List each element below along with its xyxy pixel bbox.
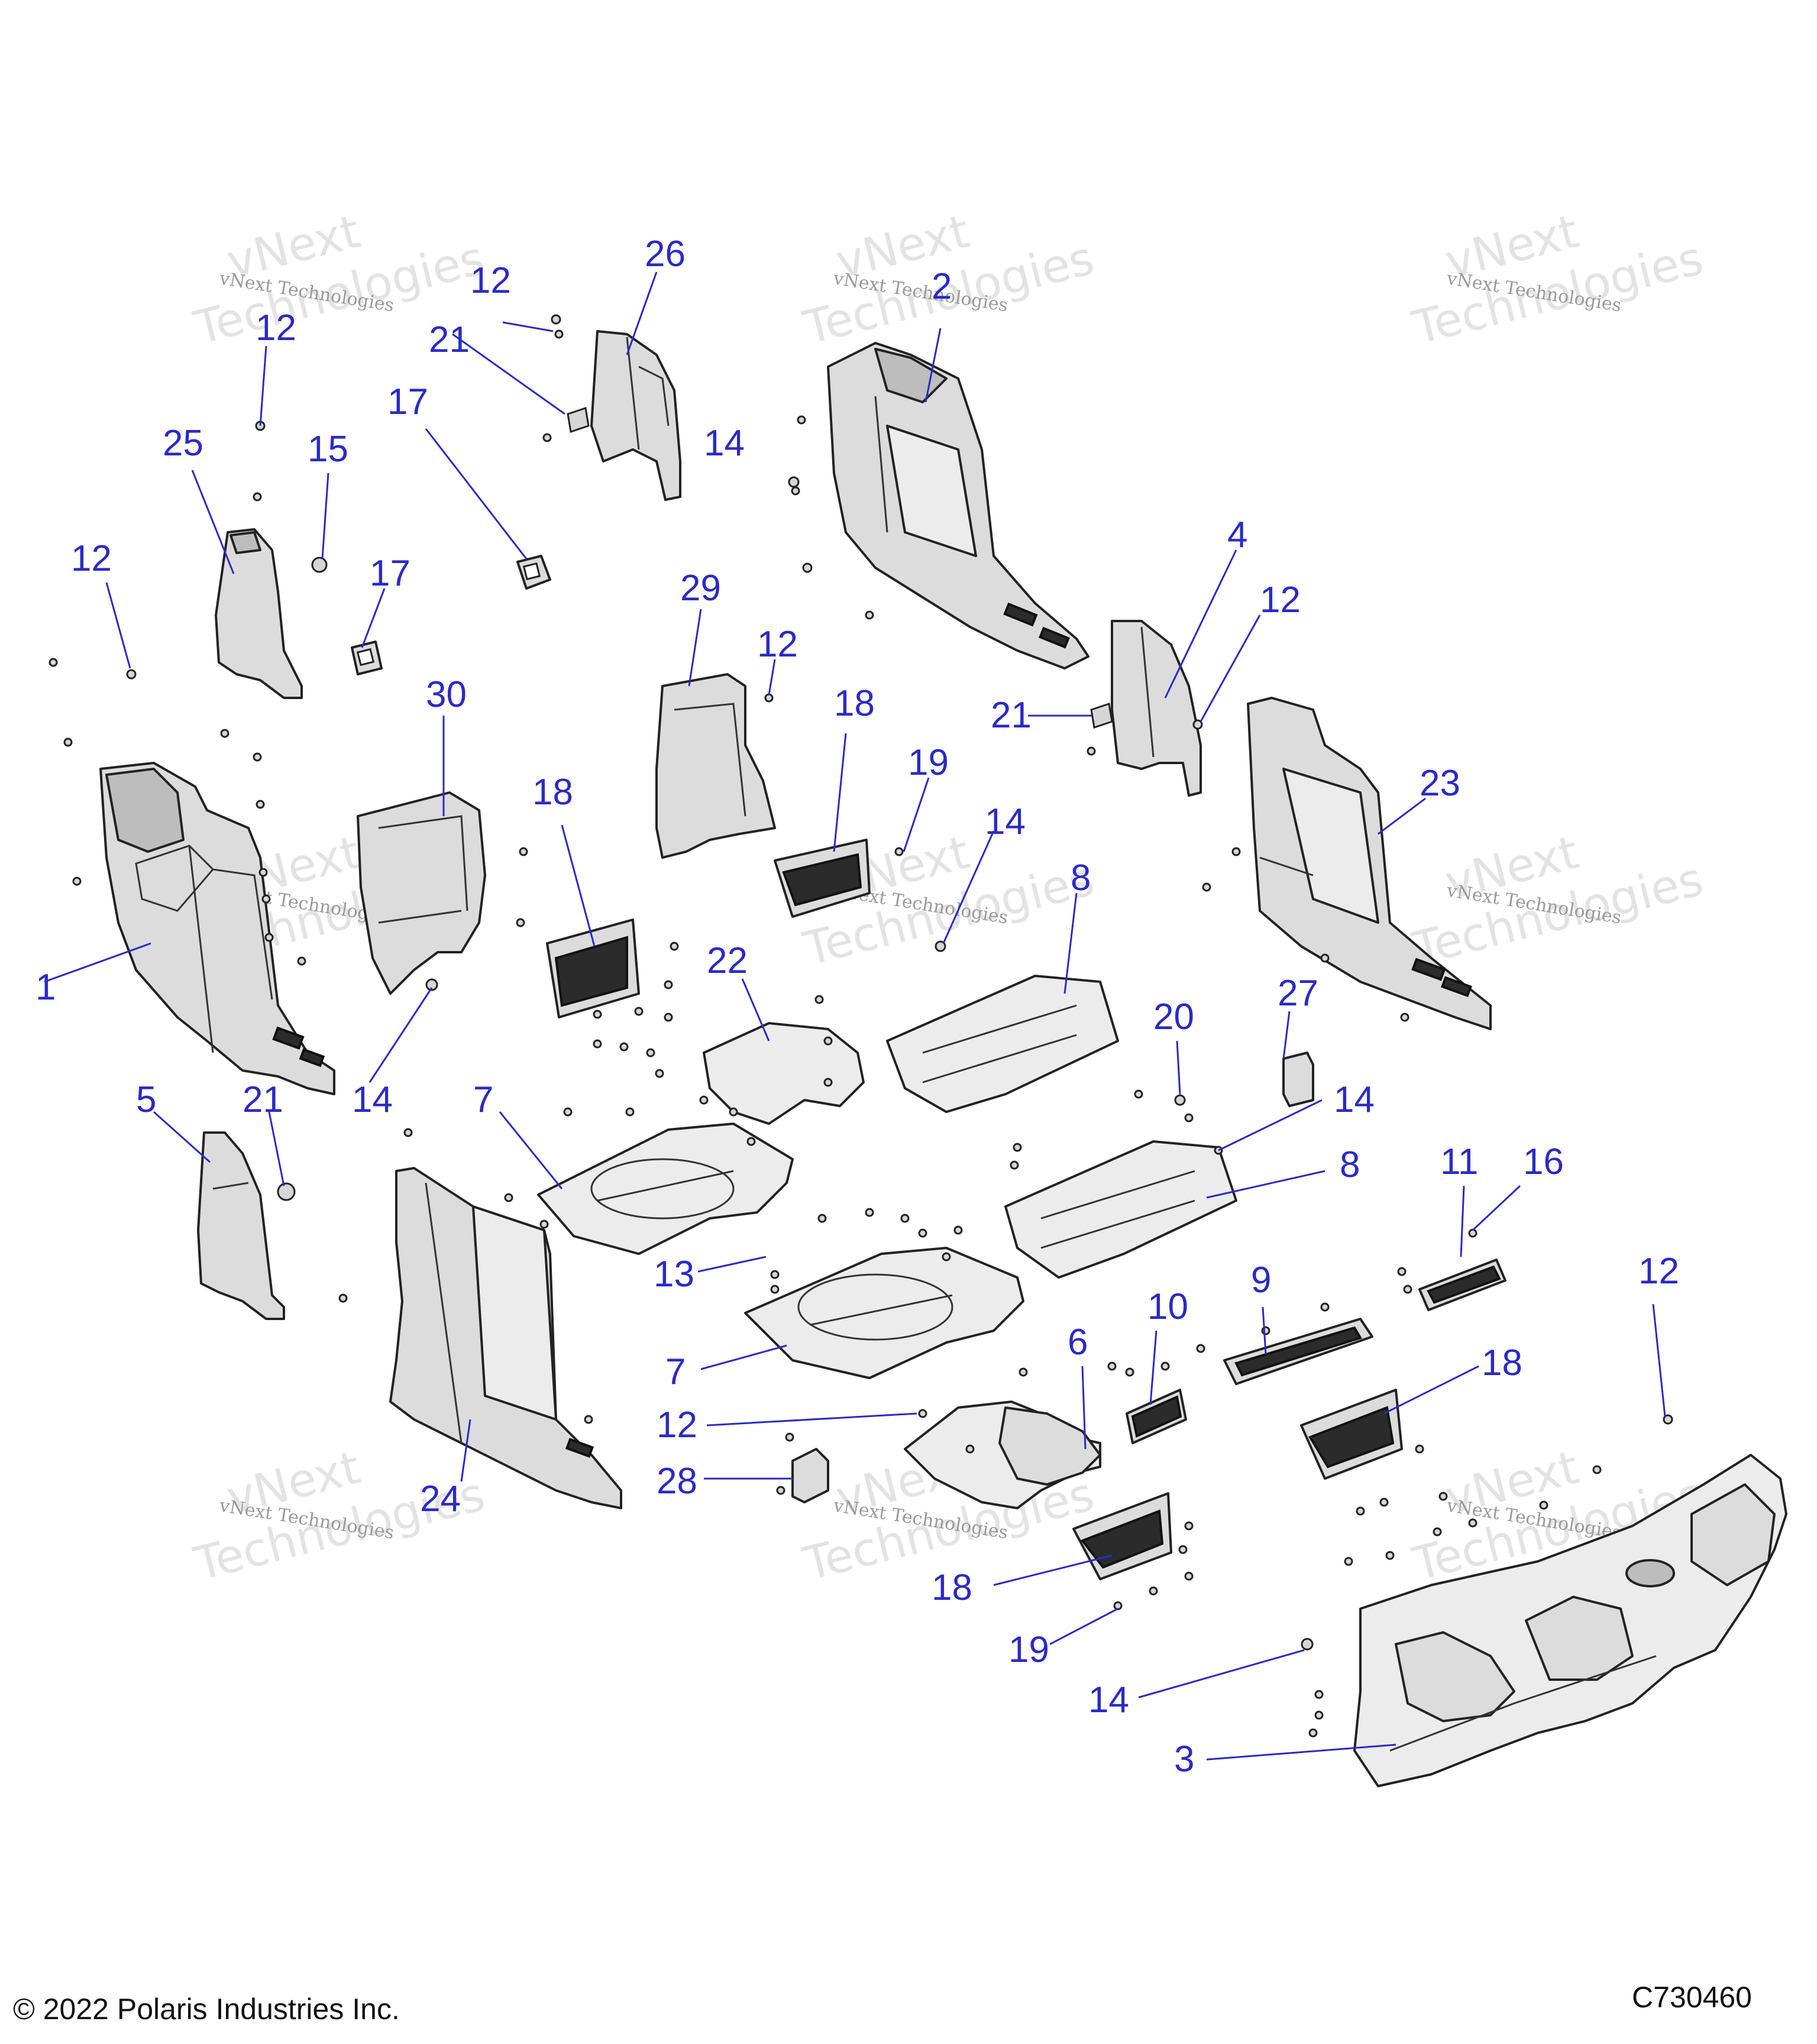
part-30-panel <box>357 791 486 995</box>
part-9-vent-grille <box>1223 1318 1373 1385</box>
callout-label: 19 <box>908 742 949 783</box>
part-7-floor-panel <box>744 1247 1024 1379</box>
part-7-floor-panel <box>537 1123 794 1255</box>
callout-label: 14 <box>1088 1680 1129 1720</box>
callout-label: 28 <box>657 1461 697 1502</box>
callout-label: 12 <box>657 1405 697 1445</box>
part-25-trim-panel <box>215 528 303 699</box>
callout-label: 18 <box>532 772 573 813</box>
part-29-panel <box>655 673 776 859</box>
part-8-floor-panel <box>1004 1140 1237 1279</box>
callout-label: 7 <box>665 1351 686 1392</box>
callout-label: 11 <box>1440 1141 1478 1182</box>
callout-label: 17 <box>387 381 428 422</box>
watermark: vNext Technologies <box>1407 205 1708 355</box>
callout-label: 21 <box>991 695 1032 736</box>
callout-label: 21 <box>243 1079 283 1120</box>
diagram-code: C730460 <box>1632 1981 1752 2014</box>
part-22-floor-plate <box>703 1022 865 1125</box>
part-26-trim <box>590 330 681 501</box>
callout-label: 3 <box>1174 1739 1194 1780</box>
callout-label: 17 <box>370 553 410 594</box>
callout-label: 29 <box>680 568 721 609</box>
callout-label: 18 <box>834 683 875 724</box>
callout-label: 8 <box>1340 1144 1360 1185</box>
callout-label: 27 <box>1278 973 1318 1014</box>
callout-label: 26 <box>645 234 686 274</box>
callout-label: 25 <box>163 423 203 464</box>
part-21-clip <box>1090 703 1113 729</box>
part-1-left-side-panel <box>99 762 335 1095</box>
callout-label: 9 <box>1251 1260 1271 1301</box>
part-23-side-panel <box>1247 697 1492 1030</box>
part-17-grommet <box>351 641 383 675</box>
part-3-rear-panel <box>1353 1454 1787 1787</box>
callout-label: 20 <box>1153 997 1194 1037</box>
part-5-trim-panel <box>197 1131 285 1320</box>
callout-label: 12 <box>1260 580 1301 620</box>
callout-label: 23 <box>1420 763 1460 804</box>
part-18-mesh-grille <box>1072 1492 1172 1580</box>
callout-label: 21 <box>429 319 470 360</box>
part-18-mesh-grille <box>1300 1389 1403 1480</box>
callout-label: 24 <box>420 1479 461 1519</box>
part-21-clip <box>277 1182 296 1201</box>
callout-label: 30 <box>426 674 467 715</box>
callout-label: 12 <box>1638 1251 1679 1292</box>
part-28-bracket <box>791 1448 829 1503</box>
callout-label: 14 <box>1334 1079 1375 1120</box>
part-18-mesh-grille <box>546 918 640 1018</box>
callout-label: 12 <box>757 624 798 665</box>
watermark: vNext Technologies <box>1407 826 1708 976</box>
part-17-grommet <box>516 555 551 590</box>
part-18-mesh-grille <box>774 839 871 918</box>
callout-label: 2 <box>932 266 952 307</box>
callout-label: 6 <box>1068 1322 1088 1363</box>
callout-label: 16 <box>1523 1141 1564 1182</box>
callout-label: 19 <box>1008 1629 1049 1670</box>
part-6-cover <box>904 1401 1101 1509</box>
part-27-bracket <box>1282 1052 1314 1107</box>
part-10-vent-grille <box>1126 1389 1187 1444</box>
callout-label: 5 <box>136 1079 156 1120</box>
fasteners <box>49 314 1673 1738</box>
callout-label: 14 <box>704 423 745 464</box>
callout-label: 8 <box>1071 858 1091 898</box>
callout-label: 14 <box>352 1079 393 1120</box>
callout-label: 14 <box>985 801 1026 842</box>
part-15-clip <box>311 557 328 573</box>
copyright-text: © 2022 Polaris Industries Inc. <box>13 1993 400 2026</box>
callout-label: 12 <box>71 538 112 579</box>
part-8-floor-panel <box>886 975 1119 1113</box>
callout-label: 12 <box>470 260 511 301</box>
callout-label: 15 <box>308 429 348 470</box>
callout-label: 13 <box>654 1254 694 1295</box>
callout-label: 1 <box>35 967 56 1008</box>
callout-label: 12 <box>256 308 296 348</box>
callout-label: 18 <box>932 1567 972 1608</box>
part-11-vent-grille <box>1418 1259 1506 1311</box>
callout-label: 18 <box>1482 1343 1522 1383</box>
part-2-side-panel <box>827 342 1089 670</box>
callout-label: 10 <box>1147 1286 1188 1327</box>
callout-label: 22 <box>707 940 748 981</box>
part-4-trim <box>1111 620 1202 797</box>
callout-label: 4 <box>1227 515 1247 555</box>
part-24-side-panel <box>389 1167 622 1509</box>
callout-labels: 2 26 12 12 21 17 25 15 14 12 17 29 12 4 … <box>35 234 1679 1780</box>
leader-lines <box>44 271 1666 1761</box>
callout-label: 7 <box>473 1079 493 1120</box>
part-21-clip <box>567 407 590 433</box>
